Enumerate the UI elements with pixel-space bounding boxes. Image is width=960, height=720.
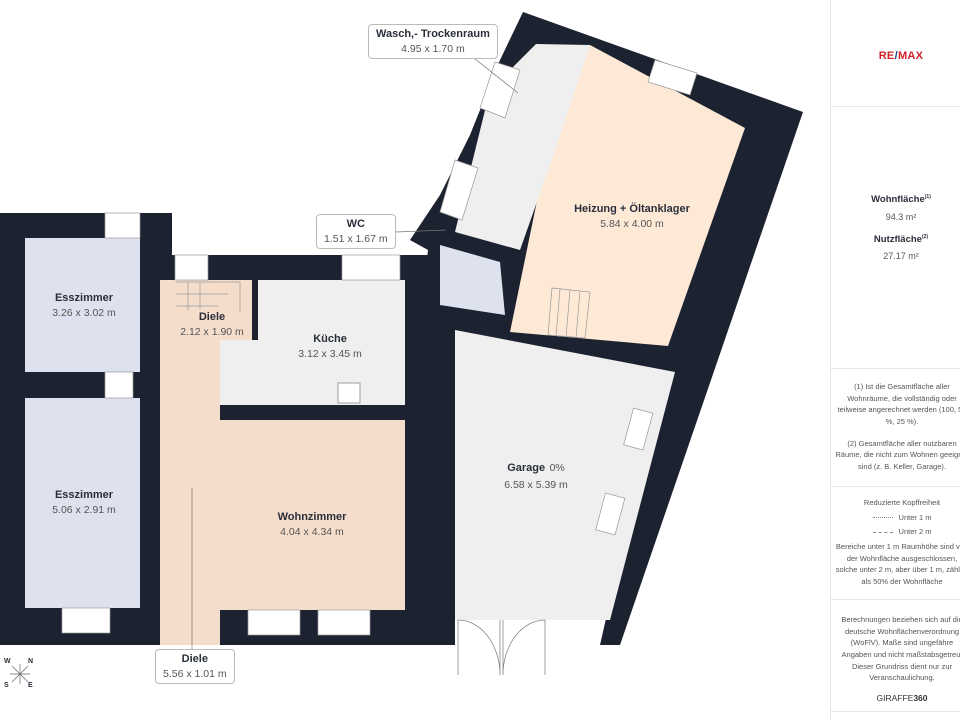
window — [61, 607, 111, 634]
room-dims: 5.84 x 4.00 m — [600, 217, 664, 230]
callout-wc: WC 1.51 x 1.67 m — [316, 214, 396, 250]
window — [623, 407, 654, 451]
room-name: Küche — [313, 333, 347, 345]
label-wohnzimmer: Wohnzimmer 4.04 x 4.34 m — [278, 510, 347, 539]
window — [479, 61, 521, 119]
room-name: Garage — [507, 462, 546, 474]
giraffe360-logo: GIRAFFE360 — [876, 692, 928, 703]
label-heizung: Heizung + Öltanklager 5.84 x 4.00 m — [574, 202, 690, 231]
floor-plan — [0, 12, 803, 676]
legend-under-1m: Unter 1 m — [835, 512, 960, 524]
room-kueche-ext — [220, 340, 405, 405]
compass-icon: W N S E — [4, 658, 36, 690]
callout-wasch-trockenraum: Wasch,- Trockenraum 4.95 x 1.70 m — [368, 24, 498, 60]
room-name: Heizung + Öltanklager — [574, 203, 690, 215]
room-dims: 3.26 x 3.02 m — [52, 306, 116, 319]
window — [647, 59, 698, 96]
area-section: Wohnfläche(1) 94.3 m² Nutzfläche(2) 27.1… — [831, 107, 960, 369]
room-name: Esszimmer — [54, 489, 114, 501]
footnotes-section: (1) Ist die Gesamtfläche aller Wohnräume… — [831, 369, 960, 487]
room-esszimmer-2 — [25, 398, 140, 608]
staircase — [547, 287, 591, 339]
label-esszimmer-2: Esszimmer 5.06 x 2.91 m — [52, 488, 116, 517]
room-esszimmer-1 — [25, 238, 140, 372]
compass-s: S — [4, 682, 9, 689]
room-dims: 1.51 x 1.67 m — [324, 232, 388, 245]
window — [104, 212, 141, 239]
room-name: WC — [346, 218, 365, 230]
wohnflaeche-value: 94.3 m² — [885, 211, 917, 222]
room-wohnzimmer — [220, 420, 405, 610]
room-garage — [455, 330, 675, 620]
compass-e: E — [28, 682, 33, 689]
compass-w: W — [4, 658, 11, 665]
disclaimer-section: Berechnungen beziehen sich auf die deuts… — [831, 600, 960, 712]
room-name: Diele — [198, 311, 226, 323]
room-dims: 3.12 x 3.45 m — [298, 347, 362, 360]
disclaimer: Berechnungen beziehen sich auf die deuts… — [841, 615, 960, 683]
room-name: Wasch,- Trockenraum — [376, 28, 490, 40]
label-garage: Garage 0% 6.58 x 5.39 m — [504, 456, 568, 492]
logo-section: RE/MAX — [831, 0, 960, 107]
compass-n: N — [28, 658, 34, 665]
callout-diele: Diele 5.56 x 1.01 m — [155, 649, 235, 685]
staircase — [176, 281, 241, 312]
remax-logo: RE/MAX — [878, 50, 924, 62]
room-extra: 0% — [549, 462, 565, 474]
nutzflaeche-label: Nutzfläche(2) — [873, 233, 929, 245]
label-diele-1: Diele 2.12 x 1.90 m — [180, 310, 244, 339]
room-name: Esszimmer — [54, 292, 114, 304]
headroom-section: Reduzierte Kopffreiheit Unter 1 m Unter … — [831, 487, 960, 600]
room-wc — [440, 245, 505, 315]
nutzflaeche-value: 27.17 m² — [883, 251, 919, 262]
room-dims: 4.95 x 1.70 m — [401, 42, 465, 55]
window — [439, 159, 479, 221]
wohnflaeche-label: Wohnfläche(1) — [871, 193, 931, 205]
info-panel: RE/MAX Wohnfläche(1) 94.3 m² Nutzfläche(… — [830, 0, 960, 720]
window — [595, 492, 626, 536]
garage-door — [457, 619, 546, 676]
room-heizung — [510, 45, 745, 346]
room-dims: 4.04 x 4.34 m — [280, 525, 344, 538]
window — [317, 609, 371, 636]
callout-lines — [191, 54, 519, 650]
room-name: Diele — [181, 653, 208, 665]
window — [174, 254, 209, 281]
label-esszimmer-1: Esszimmer 3.26 x 3.02 m — [52, 291, 116, 320]
headroom-title: Reduzierte Kopffreiheit — [863, 498, 941, 507]
window — [247, 609, 301, 636]
footnote-2: (2) Gesamtfläche aller nutzbaren Räume, … — [835, 438, 960, 471]
legend-under-2m: Unter 2 m — [835, 526, 960, 538]
room-dims: 5.56 x 1.01 m — [163, 667, 227, 680]
footnote-1: (1) Ist die Gesamtfläche aller Wohnräume… — [837, 382, 960, 426]
window — [341, 254, 401, 281]
stove — [337, 382, 361, 404]
window — [104, 371, 134, 399]
room-name: Wohnzimmer — [277, 511, 347, 523]
room-dims: 5.06 x 2.91 m — [52, 503, 116, 516]
room-dims: 6.58 x 5.39 m — [504, 478, 568, 491]
room-dims: 2.12 x 1.90 m — [180, 325, 244, 338]
headroom-note: Bereiche unter 1 m Raumhöhe sind von der… — [835, 541, 960, 586]
label-kueche: Küche 3.12 x 3.45 m — [298, 332, 362, 361]
